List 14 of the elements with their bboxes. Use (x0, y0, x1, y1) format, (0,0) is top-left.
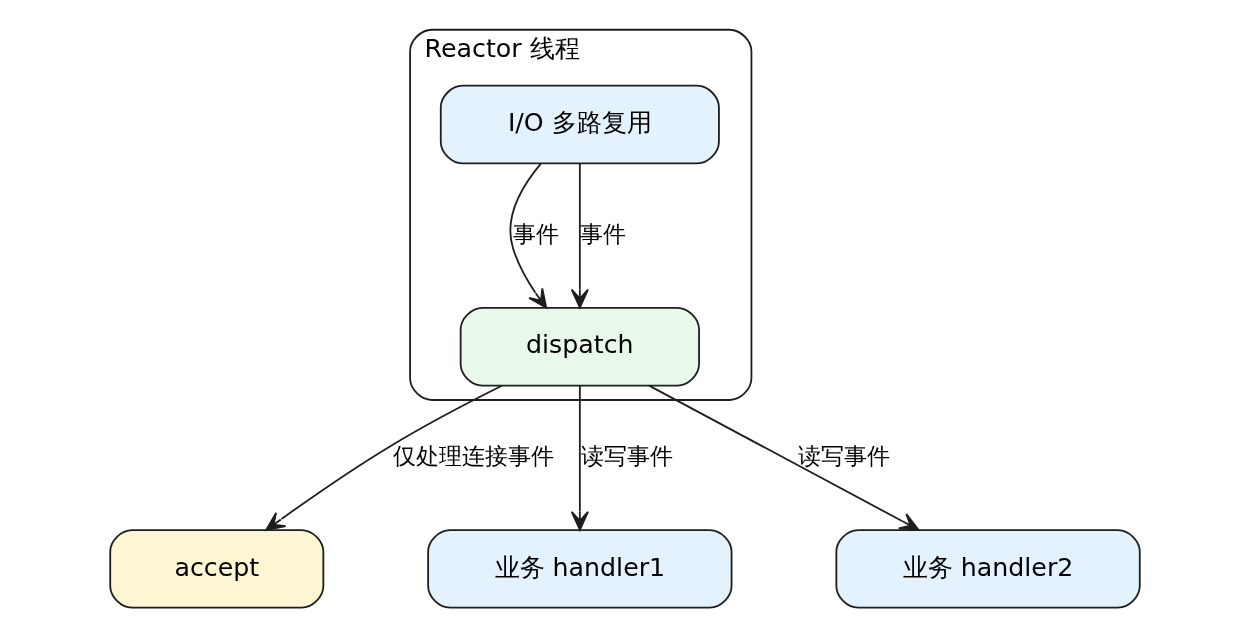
node-box: I/O 多路复用 (439, 84, 720, 165)
edge-label: 事件 (513, 219, 560, 248)
edge-label: 读写事件 (797, 441, 890, 470)
arrow (570, 162, 589, 309)
arrow (648, 384, 920, 531)
edge-label: 读写事件 (580, 441, 673, 470)
arrow (570, 384, 589, 531)
node-box: 业务 handler2 (835, 529, 1141, 609)
node-box: dispatch (459, 307, 700, 387)
node-box: accept (109, 529, 325, 609)
node-box: 业务 handler1 (427, 529, 733, 609)
edge-label: 仅处理连接事件 (392, 441, 554, 470)
arrow (265, 384, 503, 531)
arrow (509, 162, 548, 309)
